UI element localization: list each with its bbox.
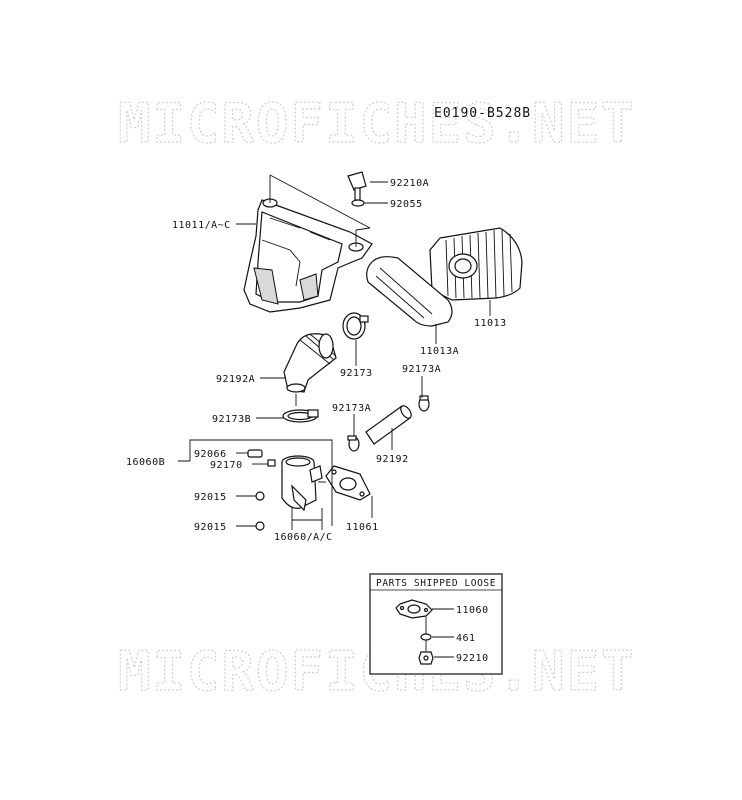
straight-hose: [365, 405, 412, 445]
label-11060: 11060: [456, 605, 489, 616]
clamp-92173a-upper: [418, 395, 430, 412]
wing-nut-92210a: [347, 171, 367, 201]
nut-92210: [418, 651, 434, 665]
nut-92015-upper: [255, 491, 265, 501]
air-filter-element: [429, 227, 523, 301]
elbow-hose: [283, 333, 337, 393]
label-92192a: 92192A: [216, 374, 255, 385]
washer-461: [420, 633, 432, 641]
clamp-92173a-lower: [347, 435, 360, 452]
label-461: 461: [456, 633, 476, 644]
label-92173a-top: 92173A: [402, 364, 441, 375]
label-16060: 16060/A/C: [274, 532, 333, 543]
clamp-92173: [342, 312, 369, 340]
label-92173: 92173: [340, 368, 373, 379]
bracket-16060b: [178, 439, 333, 526]
label-92015-b: 92015: [194, 522, 227, 533]
diagram-code: E0190-B528B: [434, 106, 531, 121]
label-92192: 92192: [376, 454, 409, 465]
parts-shipped-loose-box: PARTS SHIPPED LOOSE 11060 461 92210: [369, 573, 503, 675]
hose-92066: [247, 449, 263, 458]
air-cleaner-cover: [243, 174, 373, 313]
loose-box-title: PARTS SHIPPED LOOSE: [376, 578, 496, 589]
clamp-92173b: [282, 409, 319, 423]
nut-92015-lower: [255, 521, 265, 531]
label-92015-a: 92015: [194, 492, 227, 503]
o-ring-92055: [351, 199, 365, 207]
label-92066: 92066: [194, 449, 227, 460]
label-11011: 11011/A~C: [172, 220, 231, 231]
label-11013a: 11013A: [420, 346, 459, 357]
label-92210: 92210: [456, 653, 489, 664]
intake-adapter: [281, 455, 323, 512]
label-92210a: 92210A: [390, 178, 429, 189]
label-92170: 92170: [210, 460, 243, 471]
label-92055: 92055: [390, 199, 423, 210]
label-16060b: 16060B: [126, 457, 165, 468]
label-92173a-mid: 92173A: [332, 403, 371, 414]
leader-16060: [291, 508, 323, 530]
pre-cleaner: [366, 256, 453, 327]
gasket-11060: [395, 599, 433, 619]
screw-92170: [267, 459, 276, 467]
label-11013: 11013: [474, 318, 507, 329]
label-92173b: 92173B: [212, 414, 251, 425]
gasket-11061: [325, 465, 371, 501]
label-11061: 11061: [346, 522, 379, 533]
watermark-top: MICROFICHES.NET: [118, 92, 636, 155]
